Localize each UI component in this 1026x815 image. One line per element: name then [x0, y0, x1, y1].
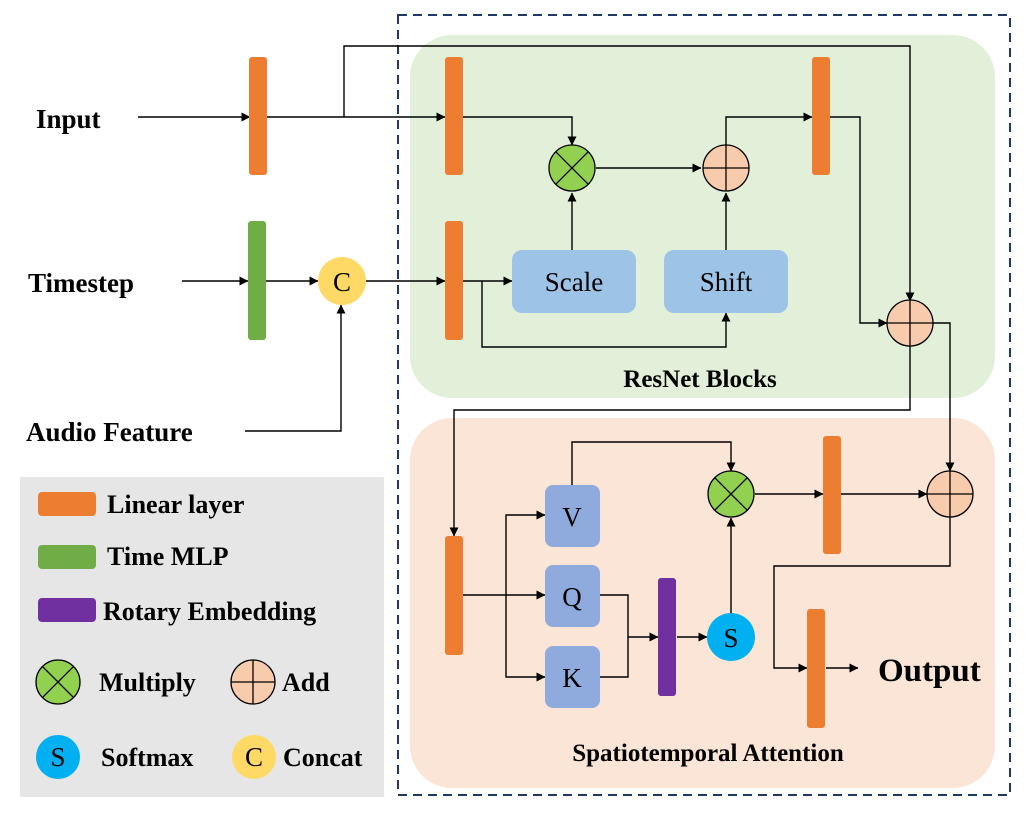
legend-softmax-label: Softmax [101, 743, 193, 772]
linear-layer-resnet-output [812, 57, 830, 175]
rotary-embedding-layer [658, 578, 676, 696]
legend-panel [20, 477, 384, 797]
query-block [545, 565, 600, 627]
scale-label: Scale [545, 267, 603, 297]
legend-add-label: Add [282, 668, 330, 697]
key-label: K [562, 663, 582, 693]
softmax-symbol: S [723, 623, 738, 653]
legend-concat-icon [232, 735, 276, 779]
query-label: Q [562, 582, 582, 612]
attention-region [410, 418, 995, 788]
legend-time-mlp-swatch [38, 545, 96, 569]
add-icon [926, 470, 974, 518]
resnet-blocks-title: ResNet Blocks [623, 366, 777, 393]
input-label: Input [36, 104, 101, 134]
legend-softmax-icon [36, 735, 80, 779]
legend-rotary-swatch [38, 598, 96, 622]
shift-block [664, 250, 788, 313]
time-mlp-layer [248, 221, 266, 340]
concat-symbol: C [333, 267, 351, 297]
legend-multiply-icon [35, 659, 81, 705]
legend-multiply-label: Multiply [99, 668, 196, 697]
legend-linear-swatch [38, 492, 96, 516]
audio-feature-label: Audio Feature [26, 417, 193, 447]
key-block [545, 646, 600, 708]
add-icon [886, 299, 934, 347]
softmax-icon [707, 613, 755, 661]
legend-rotary-label: Rotary Embedding [103, 597, 316, 626]
concat-icon [318, 257, 366, 305]
legend-softmax-symbol: S [50, 742, 65, 772]
legend-time-mlp-label: Time MLP [107, 542, 229, 571]
linear-layer-attention-output [823, 436, 841, 554]
linear-layer-input [249, 57, 267, 175]
value-label: V [562, 502, 582, 532]
output-label: Output [878, 653, 981, 689]
multiply-icon [707, 470, 755, 518]
linear-layer-attention-input [445, 536, 463, 655]
legend-concat-label: Concat [283, 743, 363, 772]
shift-label: Shift [700, 267, 753, 297]
linear-layer-final [807, 609, 825, 728]
timestep-label: Timestep [28, 268, 134, 298]
multiply-icon [548, 144, 596, 192]
legend-add-icon [230, 659, 276, 705]
dashed-module-border [397, 14, 1011, 796]
legend-concat-symbol: C [245, 742, 263, 772]
linear-layer-resnet-input [445, 57, 463, 175]
scale-block [512, 250, 636, 313]
connectors [138, 45, 955, 682]
add-icon [702, 144, 750, 192]
linear-layer-resnet-condition [445, 221, 463, 340]
value-block [545, 485, 600, 547]
legend-linear-label: Linear layer [107, 490, 244, 519]
attention-title: Spatiotemporal Attention [572, 740, 844, 767]
